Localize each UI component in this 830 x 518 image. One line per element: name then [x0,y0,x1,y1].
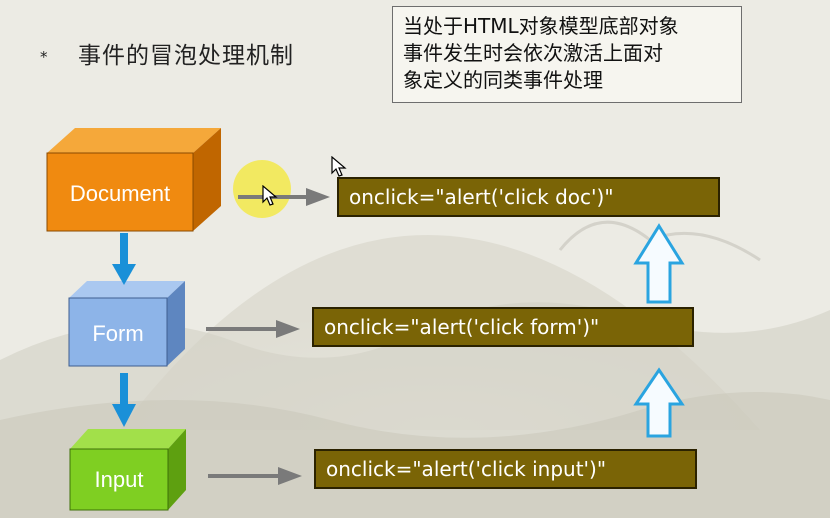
input-box: Input [69,429,186,511]
form-box-top [69,281,185,298]
input-box-face [69,448,169,511]
connector-arrow-input [208,467,302,485]
handler-document: onclick="alert('click doc')" [337,177,720,217]
bubble-up-arrow-input-to-form [633,367,685,438]
down-arrow-form-to-input [112,373,136,427]
form-box-face [68,297,168,367]
input-box-side [168,429,186,510]
mouse-pointer-icon [262,185,278,206]
form-box-side [167,281,185,366]
mouse-pointer-icon [331,156,347,177]
bullet-marker: * [40,48,48,66]
note-line: 象定义的同类事件处理 [403,68,603,92]
click-highlight [233,160,291,218]
note-line: 当处于HTML对象模型底部对象 [403,14,679,38]
note-line: 事件发生时会依次激活上面对 [403,41,663,65]
input-box-top [70,429,186,449]
document-box-side [193,128,221,231]
handler-input: onclick="alert('click input')" [314,449,697,489]
down-arrow-document-to-form [112,233,136,285]
connector-arrow-form [206,320,300,338]
handler-form: onclick="alert('click form')" [312,307,694,347]
document-box-face [46,152,194,232]
document-box-label: Document [70,181,170,206]
explanation-note: 当处于HTML对象模型底部对象 事件发生时会依次激活上面对 象定义的同类事件处理 [392,6,742,103]
slide-title: 事件的冒泡处理机制 [78,43,294,69]
document-box: Document [46,128,221,232]
bubble-up-arrow-form-to-document [633,223,685,304]
form-box-label: Form [92,321,143,346]
input-box-label: Input [95,467,144,492]
form-box: Form [68,281,185,367]
document-box-top [47,128,221,153]
